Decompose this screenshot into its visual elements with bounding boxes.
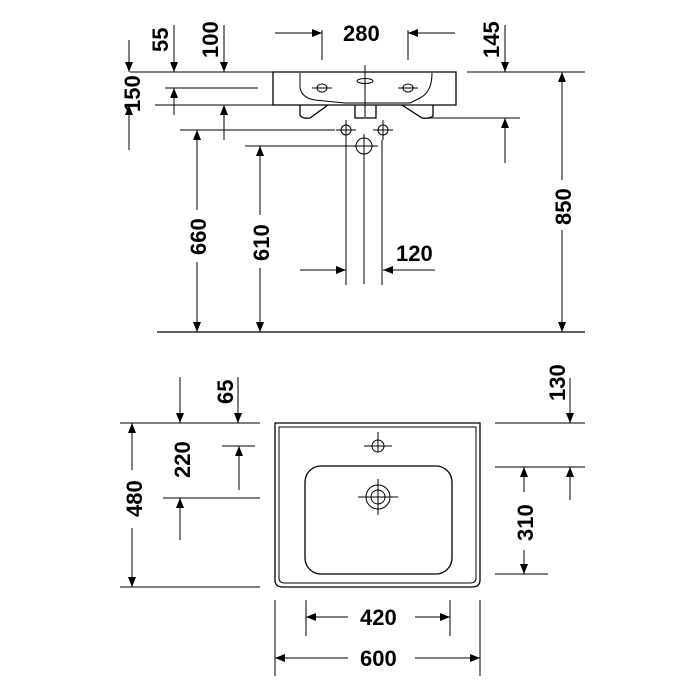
- dim-220: 220: [170, 441, 195, 478]
- dim-55: 55: [148, 28, 173, 52]
- dim-150: 150: [120, 75, 145, 112]
- top-view: 65 220 480 130 310 420 600: [120, 364, 585, 676]
- dim-310: 310: [513, 504, 538, 541]
- sink-body-top: [274, 422, 481, 588]
- tap-holes-side: [312, 65, 418, 285]
- dim-600: 600: [360, 646, 397, 671]
- dim-130: 130: [545, 364, 570, 401]
- sink-rim: [278, 426, 477, 584]
- basin-bowl: [304, 465, 453, 575]
- sink-body-side: [272, 71, 457, 106]
- dim-420: 420: [360, 605, 397, 630]
- dim-120: 120: [396, 241, 433, 266]
- dim-850: 850: [551, 188, 576, 225]
- drain-top: [358, 479, 398, 515]
- dim-480: 480: [122, 480, 147, 517]
- dim-145: 145: [479, 21, 504, 58]
- sink-feet: [299, 104, 434, 119]
- dim-610: 610: [249, 224, 274, 261]
- dimension-arrows-top: [128, 377, 574, 662]
- dimension-arrows-side: [125, 25, 566, 332]
- basin-profile: [299, 72, 433, 104]
- side-view: 55 100 150 280 145 850 660 610 120: [120, 21, 585, 333]
- dim-660: 660: [186, 218, 211, 255]
- tap-hole-top: [364, 432, 392, 453]
- dim-280: 280: [343, 21, 380, 46]
- dim-100: 100: [198, 21, 223, 58]
- dim-65: 65: [213, 380, 238, 404]
